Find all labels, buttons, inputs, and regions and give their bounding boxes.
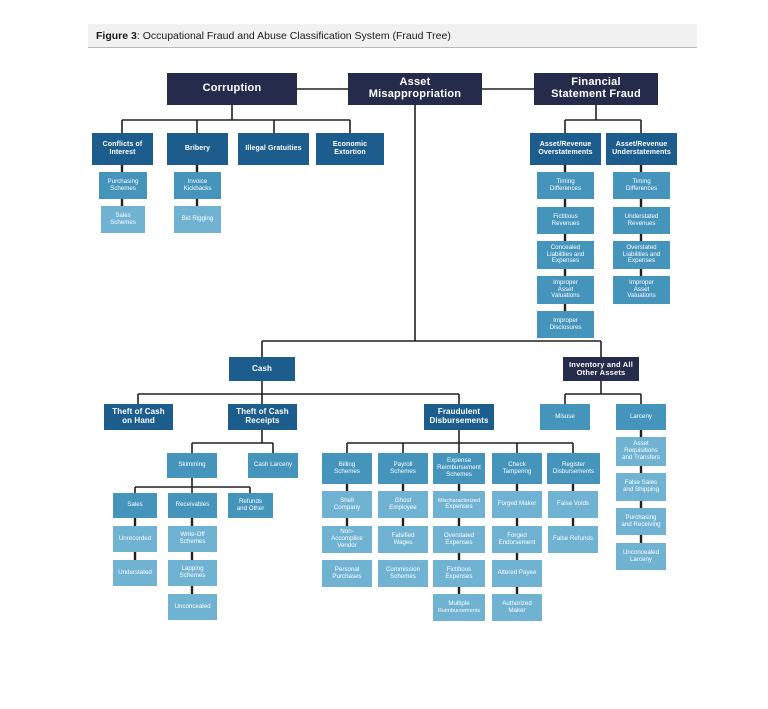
node-forged-maker[interactable]: Forged Maker	[492, 491, 542, 518]
node-false-voids[interactable]: False Voids	[548, 491, 598, 518]
node-sales[interactable]: Sales	[113, 493, 157, 518]
node-shell-company[interactable]: Shell Company	[322, 491, 372, 518]
node-mischaracterized-expenses[interactable]: Mischaracterized Expenses	[433, 491, 485, 518]
node-purchasing-schemes[interactable]: Purchasing Schemes	[99, 172, 147, 199]
node-asset-revenue-understatements[interactable]: Asset/Revenue Understatements	[606, 133, 677, 165]
node-improper-disclosures[interactable]: Improper Disclosures	[537, 311, 594, 338]
node-refunds-and-other[interactable]: Refunds and Other	[228, 493, 273, 518]
figure-separator: :	[136, 29, 140, 42]
node-altered-payee[interactable]: Altered Payee	[492, 560, 542, 587]
node-falsified-wages[interactable]: Falsified Wages	[378, 526, 428, 553]
node-inventory-and-all-other-assets[interactable]: Inventory and All Other Assets	[563, 357, 639, 381]
node-skimming[interactable]: Skimming	[167, 453, 217, 478]
node-receivables[interactable]: Receivables	[168, 493, 217, 518]
node-multiple-reimbursements[interactable]: Multiple Reimbursements	[433, 594, 485, 621]
figure-label: Figure 3	[96, 29, 137, 42]
node-timing-differences-overstatements[interactable]: Timing Differences	[537, 172, 594, 199]
node-timing-differences-understatements[interactable]: Timing Differences	[613, 172, 670, 199]
node-asset-requisitions-and-transfers[interactable]: Asset Requisitions and Transfers	[616, 437, 666, 466]
node-cash[interactable]: Cash	[229, 357, 295, 381]
node-fraudulent-disbursements[interactable]: Fraudulent Disbursements	[424, 404, 494, 430]
node-sales-schemes[interactable]: Sales Schemes	[101, 206, 145, 233]
node-lapping-schemes[interactable]: Lapping Schemes	[168, 560, 217, 586]
figure-caption-bar: Figure 3: Occupational Fraud and Abuse C…	[88, 24, 697, 48]
node-conflicts-of-interest[interactable]: Conflicts of Interest	[92, 133, 153, 165]
node-overstated-liabilities-and-expenses[interactable]: Overstated Liabilities and Expenses	[613, 241, 670, 269]
node-ghost-employee[interactable]: Ghost Employee	[378, 491, 428, 518]
node-commission-schemes[interactable]: Commission Schemes	[378, 560, 428, 587]
node-economic-extortion[interactable]: Economic Extortion	[316, 133, 384, 165]
node-unconcealed-larceny[interactable]: Unconcealed Larceny	[616, 543, 666, 570]
node-register-disbursements[interactable]: Register Disbursements	[547, 453, 600, 484]
node-overstated-expenses[interactable]: Overstated Expenses	[433, 526, 485, 553]
node-purchasing-and-receiving[interactable]: Purchasing and Receiving	[616, 508, 666, 535]
node-unrecorded[interactable]: Unrecorded	[113, 526, 157, 552]
node-asset-revenue-overstatements[interactable]: Asset/Revenue Overstatements	[530, 133, 601, 165]
node-understated[interactable]: Understated	[113, 560, 157, 586]
node-concealed-liabilities-and-expenses[interactable]: Concealed Liabilities and Expenses	[537, 241, 594, 269]
node-write-off-schemes[interactable]: Write-Off Schemes	[168, 526, 217, 552]
node-check-tampering[interactable]: Check Tampering	[492, 453, 542, 484]
node-corruption[interactable]: Corruption	[167, 73, 297, 105]
node-payroll-schemes[interactable]: Payroll Schemes	[378, 453, 428, 484]
node-illegal-gratuities[interactable]: Illegal Gratuities	[238, 133, 309, 165]
node-fictitious-expenses[interactable]: Fictitious Expenses	[433, 560, 485, 587]
node-improper-asset-valuations-understatements[interactable]: Improper Asset Valuations	[613, 276, 670, 304]
node-forged-endorsement[interactable]: Forged Endorsement	[492, 526, 542, 553]
node-non-accomplice-vendor[interactable]: Non- Accomplice Vendor	[322, 526, 372, 553]
node-false-refunds[interactable]: False Refunds	[548, 526, 598, 553]
node-authorized-maker[interactable]: Authorized Maker	[492, 594, 542, 621]
node-misuse[interactable]: Misuse	[540, 404, 590, 430]
node-understated-revenues[interactable]: Understated Revenues	[613, 207, 670, 234]
figure-caption: Figure 3: Occupational Fraud and Abuse C…	[96, 30, 451, 42]
node-billing-schemes[interactable]: Billing Schemes	[322, 453, 372, 484]
node-financial-statement-fraud[interactable]: Financial Statement Fraud	[534, 73, 658, 105]
node-personal-purchases[interactable]: Personal Purchases	[322, 560, 372, 587]
node-fictitious-revenues[interactable]: Fictitious Revenues	[537, 207, 594, 234]
node-improper-asset-valuations-overstatements[interactable]: Improper Asset Valuations	[537, 276, 594, 304]
node-asset-misappropriation[interactable]: Asset Misappropriation	[348, 73, 482, 105]
node-expense-reimbursement-schemes[interactable]: Expense Reimbursement Schemes	[433, 453, 485, 484]
node-unconcealed[interactable]: Unconcealed	[168, 594, 217, 620]
node-theft-of-cash-receipts[interactable]: Theft of Cash Receipts	[228, 404, 297, 430]
node-invoice-kickbacks[interactable]: Invoice Kickbacks	[174, 172, 221, 199]
node-theft-of-cash-on-hand[interactable]: Theft of Cash on Hand	[104, 404, 173, 430]
node-larceny[interactable]: Larceny	[616, 404, 666, 430]
node-bid-rigging[interactable]: Bid Rigging	[174, 206, 221, 233]
node-false-sales-and-shipping[interactable]: False Sales and Shipping	[616, 473, 666, 501]
figure-title: Occupational Fraud and Abuse Classificat…	[142, 29, 451, 42]
node-bribery[interactable]: Bribery	[167, 133, 228, 165]
node-cash-larceny[interactable]: Cash Larceny	[248, 453, 298, 478]
